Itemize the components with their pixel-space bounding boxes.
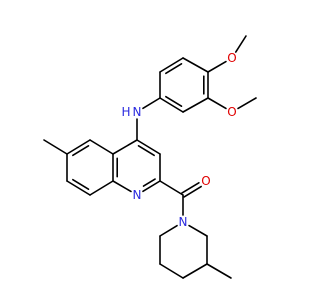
bond-p3-mp: [206, 263, 232, 279]
bond-a5-a6-inner: [165, 95, 183, 107]
bond-q4a-q4: [112, 139, 138, 155]
bond-q7-q8: [66, 180, 91, 196]
atom-label-oc: O: [201, 174, 210, 188]
bond-layer: [43, 35, 257, 279]
atom-hydrogen-label-nh: H: [121, 105, 130, 119]
bond-a1-a2-inner: [165, 63, 183, 75]
bond-q2-n1-inner: [142, 178, 156, 187]
atom-label-np: N: [179, 215, 188, 229]
bond-q2-co: [159, 180, 184, 196]
atom-label-n1: N: [133, 188, 142, 202]
bond-co-oc-a: [183, 185, 202, 198]
bond-q4a-q5: [89, 139, 114, 155]
atom-label-o1: O: [227, 51, 236, 65]
bond-a3-o1: [207, 60, 227, 73]
bond-q6-me6: [43, 139, 68, 155]
bond-p3-p4: [182, 263, 208, 279]
bond-p4-p5: [159, 263, 184, 279]
bond-a2-a3: [182, 57, 209, 73]
bond-q5-q6: [66, 139, 91, 155]
atom-label-o2: O: [227, 105, 236, 119]
bond-a1-a2: [159, 57, 184, 73]
bond-q7-q8-inner: [72, 178, 90, 190]
bond-q4-q3: [136, 139, 161, 155]
bond-q5-q6-inner: [72, 145, 90, 157]
bond-a6-nh: [142, 97, 161, 110]
bond-a4-a5: [182, 97, 209, 113]
bond-a4-o2: [207, 97, 227, 110]
bond-n1-q8a: [112, 180, 132, 193]
atom-label-nh: N: [133, 105, 142, 119]
bond-np-p2: [188, 224, 208, 237]
bond-q8-q8a: [89, 180, 114, 196]
bond-a5-a6: [159, 97, 184, 113]
bond-o2-m2: [237, 97, 257, 110]
bond-q4-q3-inner: [137, 145, 155, 157]
bond-q2-n1: [142, 180, 161, 193]
bond-co-oc: [181, 181, 200, 194]
bond-o1-m1: [234, 35, 247, 53]
bond-p6-np: [159, 224, 178, 237]
